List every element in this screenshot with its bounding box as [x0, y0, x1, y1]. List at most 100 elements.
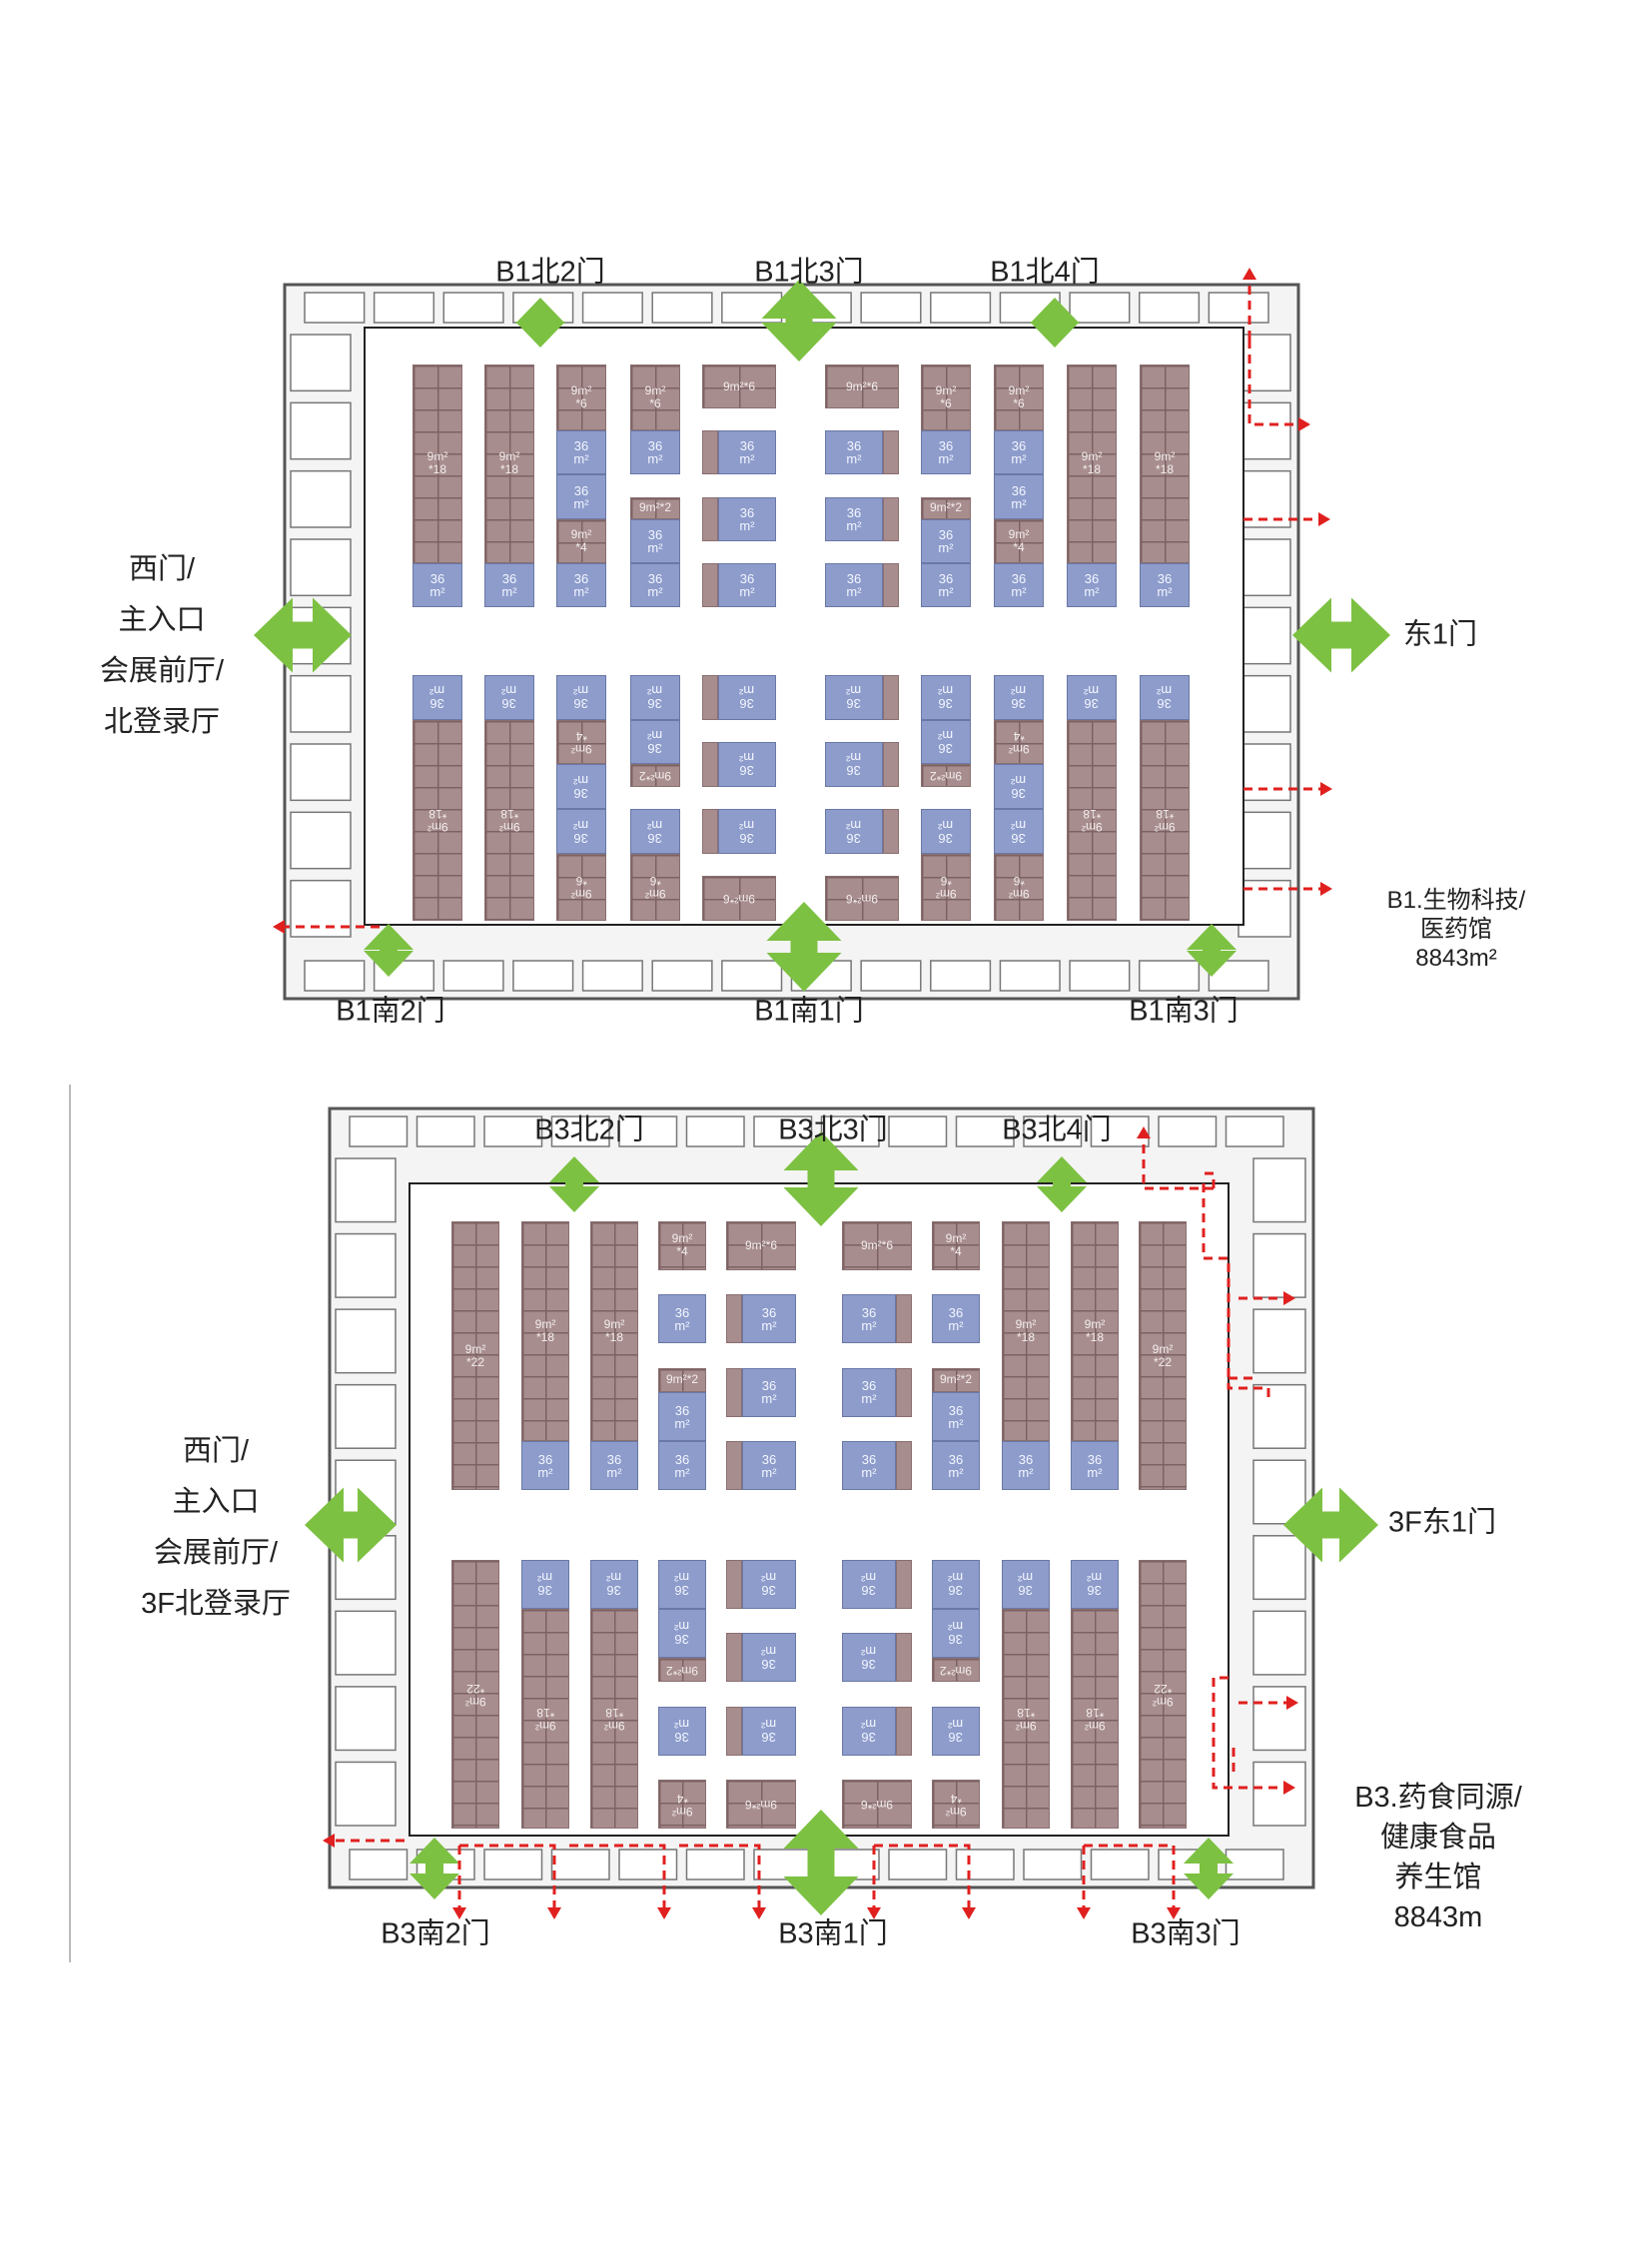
- hall-caption-line: 8843m²: [1415, 945, 1497, 972]
- booth-standard: 9m²*2: [630, 764, 680, 787]
- door-label-b3-north-3: B3北3门: [778, 1114, 888, 1146]
- booth-label: 36 m²: [846, 504, 862, 533]
- service-room: [304, 292, 366, 324]
- booth-raw-space: 36 m²: [921, 562, 971, 607]
- exit-arrow-icon: [1320, 882, 1332, 896]
- booth-standard: 9m²*6: [825, 365, 899, 409]
- booth-standard: 9m² *18: [1067, 719, 1117, 921]
- entrance-double-arrow-icon: [254, 597, 352, 673]
- booth-label: 36 m²: [674, 1402, 690, 1431]
- booth-strip: [896, 1633, 912, 1683]
- booth-standard: 9m² *18: [1140, 365, 1190, 563]
- entrance-double-arrow-icon: [1037, 1156, 1087, 1212]
- booth-label: 9m² *6: [1008, 874, 1030, 902]
- booth-standard: 9m² *18: [521, 1608, 569, 1829]
- service-room: [1252, 1761, 1306, 1827]
- booth-label: 36 m²: [861, 1643, 877, 1672]
- booth-label: 36 m²: [761, 1643, 777, 1672]
- booth-strip: [702, 675, 718, 720]
- service-room: [290, 811, 352, 870]
- booth-raw-space: 36 m²: [630, 430, 680, 475]
- entrance-double-arrow-icon: [549, 1156, 599, 1212]
- booth-label: 36 m²: [1011, 570, 1027, 599]
- booth-raw-space: 36 m²: [994, 430, 1044, 475]
- service-room: [1252, 1610, 1306, 1676]
- booth-strip: [896, 1706, 912, 1756]
- booth-strip: [702, 742, 718, 787]
- service-room: [1138, 292, 1201, 324]
- service-room: [415, 1116, 475, 1147]
- booth-raw-space: 36 m²: [1071, 1441, 1119, 1490]
- booth-standard: 9m² *6: [994, 853, 1044, 921]
- booth-standard: 9m² *4: [994, 719, 1044, 765]
- booth-label: 36 m²: [573, 683, 589, 712]
- booth-standard: 9m² *22: [1139, 1221, 1187, 1490]
- booth-raw-space: 36 m²: [932, 1608, 980, 1658]
- booth-strip: [702, 496, 718, 541]
- door-label-b1-south-1: B1南1门: [754, 995, 864, 1028]
- booth-label: 36 m²: [861, 1378, 877, 1407]
- service-room: [335, 1686, 397, 1752]
- booth-label: 36 m²: [674, 1451, 690, 1480]
- service-room: [618, 1849, 678, 1880]
- booth-label: 9m²*6: [744, 1798, 777, 1813]
- booth-label: 36 m²: [429, 683, 445, 712]
- service-room: [335, 1157, 397, 1223]
- west-label-line: 北登录厅: [103, 706, 220, 738]
- booth-standard: 9m²*2: [932, 1657, 980, 1683]
- booth-label: 9m² *4: [671, 1791, 693, 1819]
- booth-standard: 9m² *4: [658, 1780, 706, 1829]
- service-room: [955, 1116, 1015, 1147]
- service-room: [860, 960, 922, 992]
- booth-raw-space: 36 m²: [825, 675, 883, 720]
- door-label-b3-south-1: B3南1门: [778, 1917, 888, 1950]
- door-label-b1-south-2: B1南2门: [336, 995, 445, 1028]
- booth-strip: [883, 496, 899, 541]
- exit-route-path: [459, 1844, 556, 1917]
- booth-strip: [726, 1294, 742, 1344]
- booth-label: 9m² *6: [935, 383, 957, 411]
- booth-standard: 9m² *22: [451, 1560, 499, 1829]
- booth-label: 36 m²: [948, 1570, 964, 1599]
- service-room: [1225, 1116, 1284, 1147]
- booth-label: 9m²*6: [722, 892, 755, 907]
- booth-standard: 9m² *18: [413, 365, 462, 563]
- booth-raw-space: 36 m²: [484, 675, 534, 720]
- booth-standard: 9m² *18: [484, 719, 534, 921]
- service-room: [1238, 401, 1291, 460]
- booth-standard: 9m² *4: [932, 1221, 980, 1270]
- booth-strip: [896, 1367, 912, 1417]
- service-room: [999, 960, 1061, 992]
- booth-standard: 9m² *6: [921, 365, 971, 431]
- service-room: [1090, 1849, 1150, 1880]
- booth-raw-space: 36 m²: [825, 809, 883, 854]
- service-room: [888, 1849, 948, 1880]
- booth-label: 9m²*6: [845, 892, 878, 907]
- booth-label: 9m² *22: [1152, 1341, 1174, 1369]
- booth-label: 9m² *4: [945, 1231, 967, 1259]
- booth-label: 36 m²: [1157, 570, 1173, 599]
- service-room: [930, 960, 992, 992]
- booth-raw-space: 36 m²: [932, 1441, 980, 1490]
- booth-label: 36 m²: [1087, 1570, 1103, 1599]
- booth-raw-space: 36 m²: [842, 1367, 896, 1417]
- booth-label: 9m² *18: [1154, 449, 1176, 477]
- booth-raw-space: 36 m²: [521, 1441, 569, 1490]
- exit-arrow-icon: [867, 1907, 881, 1919]
- booth-label: 9m² *18: [426, 449, 448, 477]
- booth-label: 9m² *18: [1084, 1317, 1106, 1345]
- booth-strip: [726, 1367, 742, 1417]
- booth-label: 9m²*2: [638, 500, 671, 515]
- service-room: [1238, 743, 1291, 802]
- service-room: [1252, 1157, 1306, 1223]
- booth-raw-space: 36 m²: [630, 518, 680, 563]
- booth-label: 36 m²: [846, 817, 862, 846]
- door-label-b1-west: 西门/ 主入口 会展前厅/ 北登录厅: [100, 544, 224, 748]
- booth-label: 36 m²: [573, 817, 589, 846]
- booth-raw-space: 36 m²: [718, 562, 776, 607]
- booth-label: 36 m²: [537, 1451, 553, 1480]
- booth-standard: 9m² *4: [556, 719, 606, 765]
- booth-standard: 9m²*2: [921, 764, 971, 787]
- booth-label: 36 m²: [861, 1304, 877, 1333]
- booth-raw-space: 36 m²: [718, 809, 776, 854]
